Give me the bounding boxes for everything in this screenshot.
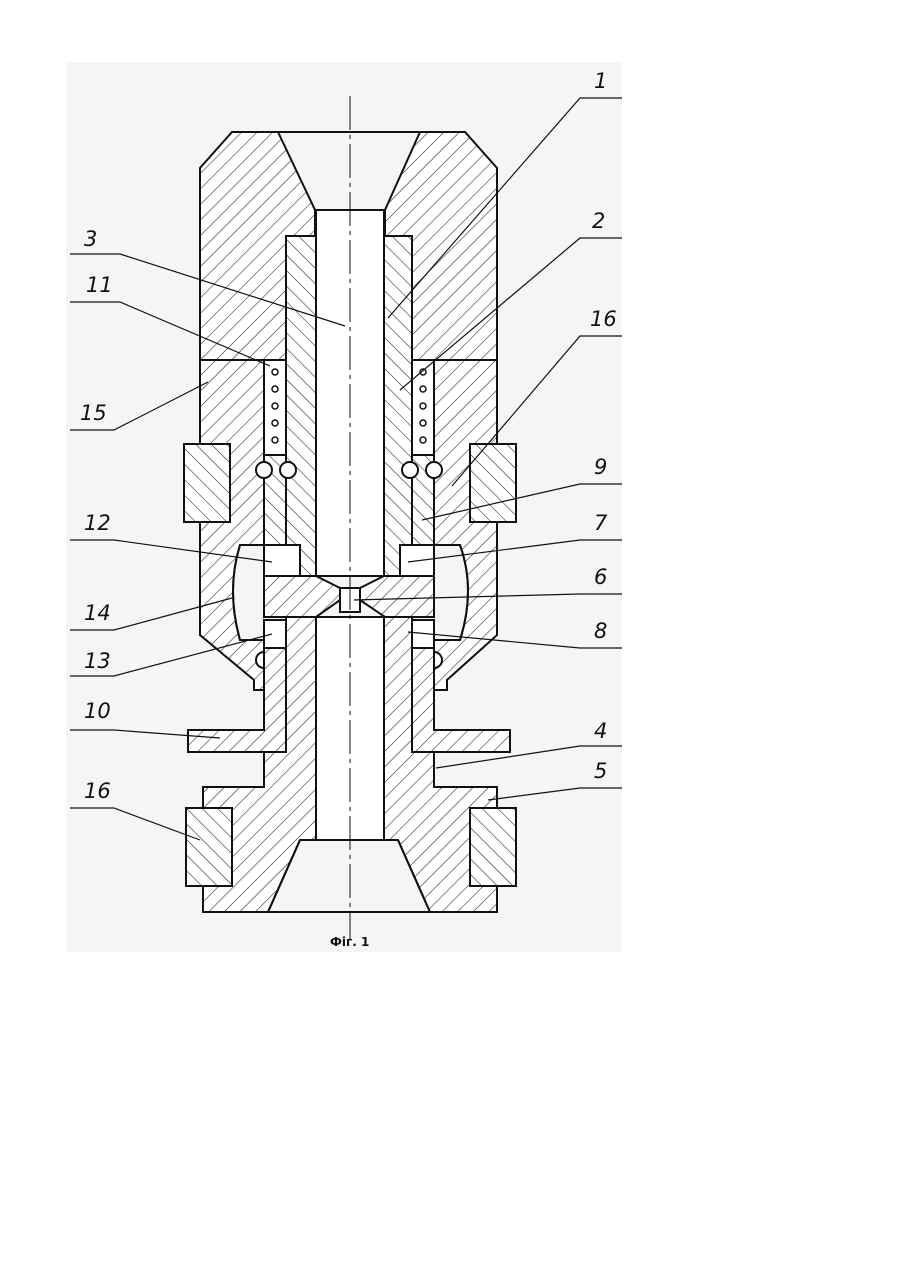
label-2: 2 [592,209,605,233]
clamp-upper-right [470,444,516,522]
sleeve-left [286,236,316,576]
label-13: 13 [84,649,111,673]
label-10: 10 [84,699,111,723]
label-4: 4 [594,719,607,743]
label-15: 15 [80,401,107,425]
label-8: 8 [594,619,607,643]
label-16-lower: 16 [84,779,111,803]
label-11: 11 [86,273,113,297]
upper-port-left [264,545,300,576]
sleeve-right [384,236,412,576]
clamp-upper-left [184,444,230,522]
label-9: 9 [594,455,607,479]
label-6: 6 [594,565,607,589]
label-14: 14 [84,601,111,625]
label-5: 5 [594,759,607,783]
label-7: 7 [594,511,608,535]
label-12: 12 [84,511,111,535]
clamp-lower-left [186,808,232,886]
label-16-upper: 16 [590,307,617,331]
label-1: 1 [594,69,607,93]
figure-caption: Фіг. 1 [330,935,369,949]
label-3: 3 [84,227,97,251]
clamp-lower-right [470,808,516,886]
